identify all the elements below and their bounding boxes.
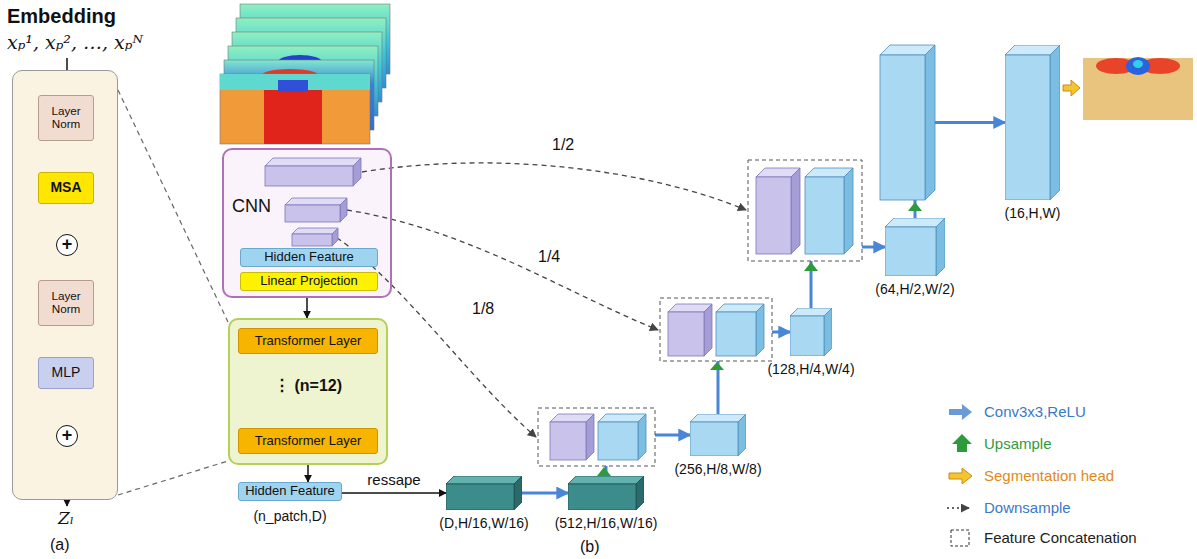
block-shape	[568, 476, 644, 510]
add-circle: +	[56, 425, 78, 447]
block-shape	[690, 414, 746, 456]
connector	[306, 298, 308, 318]
legend-text: Segmentation head	[984, 467, 1114, 484]
transformer-stack: ⋮ (n=12)Transformer LayerTransformer Lay…	[228, 318, 388, 465]
node-text: MLP	[52, 365, 81, 380]
node-text: (16,H,W)	[1005, 205, 1061, 221]
panel-label: (a)	[50, 536, 70, 554]
block-shape	[446, 476, 522, 510]
feature-block	[880, 45, 935, 200]
node-text: Transformer Layer	[255, 434, 361, 448]
feature-block: (128,H/4,W/4)	[790, 308, 832, 356]
node-text: ⋮ (n=12)	[274, 376, 342, 395]
linear-projection-bar: Linear Projection	[240, 272, 378, 291]
node-text: (512,H/16,W/16)	[555, 515, 658, 531]
feature-block	[598, 414, 646, 460]
panel-label: (b)	[580, 538, 600, 556]
node-text: Layer Norm	[39, 290, 93, 316]
transformer-layer-bar: Transformer Layer	[238, 428, 378, 454]
node-text: Linear Projection	[260, 274, 358, 288]
mlp-box: MLP	[38, 357, 94, 389]
node-text: +	[62, 235, 73, 253]
msa-box: MSA	[38, 172, 94, 204]
connector	[342, 492, 446, 494]
add-circle: +	[56, 234, 78, 256]
connector	[118, 90, 228, 322]
input-images	[220, 4, 390, 144]
layer-norm-box: Layer Norm	[38, 95, 94, 141]
scale-label: 1/4	[538, 248, 560, 266]
feature-block	[550, 414, 594, 460]
panel-label: Zₗ	[58, 508, 74, 528]
node-text: (64,H/2,W/2)	[875, 281, 954, 297]
legend-text: Upsample	[984, 435, 1052, 452]
legend-text: Downsample	[984, 499, 1071, 516]
node-text: Hidden Feature	[245, 484, 335, 498]
feature-block: (64,H/2,W/2)	[885, 218, 945, 276]
block-shape	[1005, 45, 1060, 200]
feature-block	[668, 304, 712, 356]
feature-block	[265, 158, 361, 186]
block-shape	[885, 218, 945, 276]
feature-block: (256,H/8,W/8)	[690, 414, 746, 456]
scale-label: 1/2	[552, 136, 574, 154]
node-text: Layer Norm	[39, 105, 93, 131]
node-subtext: (n_patch,D)	[253, 508, 326, 524]
node-text: CNN	[232, 196, 271, 217]
node-text: +	[62, 426, 73, 444]
layer-norm-box: Layer Norm	[38, 280, 94, 326]
legend-text: Conv3x3,ReLU	[984, 403, 1086, 420]
transformer-layer-bar: Transformer Layer	[238, 328, 378, 354]
edge-label: ressape	[365, 471, 422, 488]
connector	[307, 465, 309, 482]
output-image	[1083, 57, 1193, 120]
feature-block: (512,H/16,W/16)	[568, 476, 644, 510]
node-text: Hidden Feature	[264, 250, 354, 264]
scale-label: 1/8	[472, 300, 494, 318]
legend-text: Feature Concatenation	[984, 529, 1137, 546]
feature-block: (D,H/16,W/16)	[446, 476, 522, 510]
feature-block	[756, 168, 800, 254]
feature-block: (16,H,W)	[1005, 45, 1060, 200]
feature-block	[716, 304, 764, 356]
hidden-feature-bar: Hidden Feature(n_patch,D)	[238, 482, 342, 501]
cnn-encoder-box: CNN Hidden FeatureLinear Projection	[222, 148, 392, 298]
feature-block	[292, 228, 338, 246]
node-text: (D,H/16,W/16)	[439, 515, 528, 531]
node-text: Transformer Layer	[255, 334, 361, 348]
layer-detail-panel: Embeddingxₚ¹, xₚ², …, xₚᴺLayer NormMSA+L…	[12, 70, 118, 500]
feature-block	[805, 168, 853, 254]
connector	[522, 492, 568, 495]
connector	[118, 461, 228, 495]
node-text: (128,H/4,W/4)	[767, 361, 854, 377]
node-text: (256,H/8,W/8)	[674, 461, 761, 477]
feature-block	[285, 198, 347, 222]
node-text: MSA	[50, 180, 81, 195]
block-shape	[790, 308, 832, 356]
node-text: Embedding	[7, 5, 116, 28]
node-subtext: xₚ¹, xₚ², …, xₚᴺ	[7, 31, 143, 53]
hidden-feature-bar: Hidden Feature	[240, 248, 378, 267]
